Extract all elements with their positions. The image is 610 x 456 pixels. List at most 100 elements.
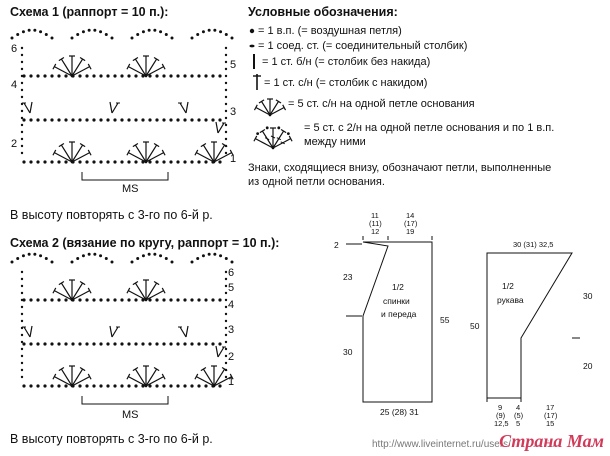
chain-dot — [20, 298, 24, 302]
stitch-line — [29, 325, 33, 338]
sleeve-label-line2: рукава — [497, 295, 524, 305]
stitch-line — [145, 376, 164, 387]
chain-dot — [113, 74, 117, 78]
chain-dot — [155, 74, 159, 78]
stitch-line — [71, 152, 90, 163]
chain-dot — [224, 144, 228, 148]
chain-dot — [44, 257, 48, 261]
stitch-tip — [200, 142, 207, 148]
chain-dot — [21, 30, 25, 34]
chain-dot — [29, 298, 33, 302]
scheme1-title: Схема 1 (раппорт = 10 п.): — [10, 5, 169, 19]
chain-dot — [148, 160, 152, 164]
chain-dot — [197, 384, 201, 388]
stitch-tip — [79, 142, 86, 148]
chain-dot — [78, 118, 82, 122]
chain-dot — [176, 74, 180, 78]
chain-dot — [219, 30, 223, 34]
chain-dot — [159, 254, 163, 258]
stitch-line — [60, 368, 73, 387]
stitch-tip — [79, 366, 86, 372]
chain-dot — [224, 284, 228, 288]
chain-dot — [99, 118, 103, 122]
chain-dot — [230, 260, 234, 264]
stitch-line — [272, 130, 285, 149]
stitch-tip — [87, 149, 92, 156]
stitch-tip — [153, 366, 160, 372]
scheme2-row-label-5: 5 — [228, 282, 235, 294]
chain-dot — [92, 342, 96, 346]
chain-dot — [224, 95, 228, 99]
chain-dot — [20, 277, 24, 281]
chain-dot — [85, 384, 89, 388]
back-label-line2: спинки — [383, 296, 410, 306]
chain-dot — [134, 298, 138, 302]
chain-dot — [204, 384, 208, 388]
chain-dot — [120, 160, 124, 164]
chain-dot — [64, 118, 68, 122]
chain-dot — [127, 160, 131, 164]
chain-dot — [197, 160, 201, 164]
chain-dot — [176, 160, 180, 164]
chain-dot — [22, 74, 26, 78]
chain-dot — [99, 384, 103, 388]
chain-dot — [20, 319, 24, 323]
chain-dot — [155, 384, 159, 388]
chain-dot — [99, 160, 103, 164]
scheme2-chart — [10, 252, 234, 405]
chain-dot — [99, 342, 103, 346]
scheme2-row-label-6: 6 — [228, 267, 235, 279]
stitch-bar — [264, 137, 270, 141]
scheme2-title: Схема 2 (вязание по кругу, раппорт = 10 … — [10, 236, 280, 250]
stitch-line — [128, 376, 147, 387]
chain-dot — [20, 102, 24, 106]
chain-dot — [224, 361, 228, 365]
chain-dot — [141, 254, 145, 258]
chain-dot — [211, 74, 215, 78]
back-left-dim-2: 2 — [334, 240, 339, 250]
chain-dot — [162, 160, 166, 164]
chain-dot — [176, 384, 180, 388]
stitch-line — [134, 144, 147, 163]
stitch-line — [269, 101, 279, 116]
legend-double-crochet: = 1 ст. с/н (= столбик с накидом) — [264, 77, 428, 89]
stitch-tip — [126, 287, 131, 294]
chain-stitch-symbol — [249, 28, 255, 34]
chain-dot — [169, 160, 173, 164]
stitch-line — [145, 282, 158, 301]
chain-dot — [230, 36, 234, 40]
stitch-tip — [288, 135, 293, 142]
chain-dot — [64, 342, 68, 346]
chain-dot — [176, 342, 180, 346]
chain-dot — [113, 384, 117, 388]
stitch-tip — [229, 149, 234, 156]
chain-dot — [43, 160, 47, 164]
scheme1-row-label-1: 1 — [230, 153, 237, 165]
stitch-bar — [270, 135, 276, 139]
chain-dot — [224, 60, 228, 64]
chain-dot — [106, 298, 110, 302]
stitch-line — [54, 66, 73, 77]
stitch-line — [213, 376, 232, 387]
chain-dot — [22, 298, 26, 302]
chain-dot — [213, 252, 217, 256]
chain-dot — [20, 88, 24, 92]
chain-dot — [22, 342, 26, 346]
back-top-dim-a1: 11 — [371, 211, 379, 220]
chain-dot — [70, 260, 74, 264]
stitch-tip — [132, 142, 139, 148]
chain-dot — [134, 160, 138, 164]
chain-dot — [70, 298, 74, 302]
chain-dot — [148, 74, 152, 78]
chain-dot — [127, 298, 131, 302]
chain-dot — [20, 361, 24, 365]
chain-dot — [10, 260, 14, 264]
chain-dot — [120, 342, 124, 346]
stitch-tip — [52, 373, 57, 380]
chain-dot — [36, 74, 40, 78]
chain-dot — [81, 254, 85, 258]
chain-dot — [148, 118, 152, 122]
stitch-tip — [58, 366, 65, 372]
chain-dot — [20, 116, 24, 120]
chain-dot — [87, 28, 91, 32]
